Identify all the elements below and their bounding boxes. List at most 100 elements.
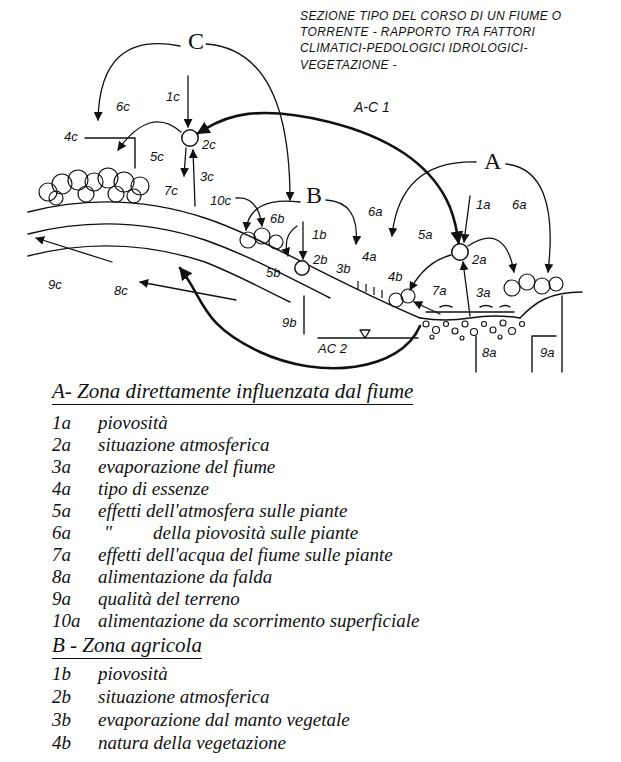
callout-number: 4c <box>64 130 78 144</box>
legend-heading: A- Zona direttamente influenzata dal fiu… <box>52 380 413 405</box>
shrub <box>549 277 563 291</box>
arrow <box>36 238 112 262</box>
legend-text: qualità del terreno <box>98 589 240 609</box>
influence-connector <box>198 113 459 243</box>
gravel-stone <box>430 335 434 339</box>
shrub <box>504 280 520 296</box>
legend-text: piovosità <box>98 413 168 433</box>
gravel-stone <box>490 327 496 333</box>
arrow <box>98 44 180 120</box>
arrow <box>326 200 356 244</box>
diagram-title: SEZIONE TIPO DEL CORSO DI UN FIUME O TOR… <box>300 8 572 73</box>
callout-number: 3a <box>476 286 490 300</box>
zone-letter: A <box>484 148 501 174</box>
arrow <box>463 262 470 316</box>
legend-text: tipo di essenze <box>98 479 209 499</box>
legend-text: piovosità <box>98 664 168 684</box>
arrow <box>187 76 188 127</box>
callout-number: 10c <box>210 194 231 208</box>
legend-number: 7a <box>52 545 71 565</box>
callout-number: 8c <box>114 284 128 298</box>
callout-number: 6b <box>270 212 284 226</box>
legend-number: 4a <box>52 479 71 499</box>
legend-text: alimentazione da scorrimento superficial… <box>98 611 419 631</box>
arrow <box>392 162 476 236</box>
callout-number: 6a <box>368 205 382 219</box>
callout-number: 7a <box>432 284 446 298</box>
legend-number: 3a <box>52 457 71 477</box>
arrow <box>193 150 195 206</box>
legend-number: 6a <box>52 523 71 543</box>
ditto-mark: " <box>104 523 112 543</box>
tree-crown <box>39 183 57 201</box>
callout-number: 9b <box>282 316 296 330</box>
right-bank <box>520 292 582 318</box>
gravel-stone <box>482 322 487 327</box>
legend-number: 10a <box>52 611 81 631</box>
circle-outline <box>452 244 468 260</box>
vegetation <box>39 168 563 307</box>
legend-number: 3b <box>52 710 71 730</box>
callout-number: 5b <box>266 266 280 280</box>
callout-number: 6a <box>512 198 526 212</box>
callout-number: 1c <box>166 90 180 104</box>
legend-number: 4b <box>52 733 71 753</box>
callout-number: 2c <box>202 138 216 152</box>
legend-number: 1a <box>52 413 71 433</box>
legend-number: 2b <box>52 687 71 707</box>
grass <box>358 281 382 298</box>
callout-number: 4a <box>362 250 376 264</box>
flow-arrow <box>180 268 420 368</box>
callout-number: 1a <box>476 198 490 212</box>
callout-number: 2a <box>472 253 486 267</box>
legend-text: alimentazione da falda <box>98 567 272 587</box>
bracket-line <box>85 138 135 168</box>
gravel-stone <box>423 321 429 327</box>
legend-number: 2a <box>52 435 71 455</box>
legend-text: situazione atmosferica <box>98 435 270 455</box>
bracket-line <box>475 336 476 372</box>
ground-surface <box>28 202 420 318</box>
arrow <box>468 238 514 272</box>
circle-outline <box>295 261 309 275</box>
atmosphere-circle: 2c <box>181 129 199 147</box>
bank-wall <box>561 296 562 372</box>
callout-number: 4b <box>388 270 402 284</box>
tree-crown <box>49 191 63 205</box>
tree-crown <box>85 173 103 191</box>
callout-number: 9c <box>48 278 62 292</box>
gravel-stone <box>471 329 478 336</box>
legend-number: 8a <box>52 567 71 587</box>
depth-tick <box>303 296 304 334</box>
legend-text: effetti dell'acqua del fiume sulle piant… <box>98 545 393 565</box>
tree-crown <box>127 189 141 203</box>
soil-layer <box>28 224 330 298</box>
legend-text: natura della vegetazione <box>98 733 286 753</box>
zone-letter: B <box>306 182 322 208</box>
connector-label: A-C 1 <box>352 100 392 115</box>
legend-text: della piovosità sulle piante <box>153 523 358 543</box>
callout-number: AC 2 <box>318 342 347 356</box>
callout-number: 3c <box>200 170 214 184</box>
shrub <box>254 228 270 244</box>
circle-outline <box>181 129 199 147</box>
arrow <box>414 302 440 314</box>
legend-heading: B - Zona agricola <box>52 634 202 659</box>
callout-number: 8a <box>482 346 496 360</box>
gravel-stone <box>460 336 464 340</box>
gravel <box>423 320 525 340</box>
callout-number: 5c <box>150 150 164 164</box>
callout-number: 6c <box>116 100 130 114</box>
atmosphere-circle: 2b <box>294 260 310 276</box>
bracket-line <box>532 336 556 372</box>
legend-number: 1b <box>52 664 71 684</box>
arrow <box>302 222 303 259</box>
legend-number: 5a <box>52 501 71 521</box>
gravel-stone <box>444 322 449 327</box>
gravel-stone <box>509 328 516 335</box>
callout-number: 1b <box>312 228 326 242</box>
legend-text: situazione atmosferica <box>98 687 270 707</box>
gravel-stone <box>433 327 440 334</box>
circle-outline <box>182 130 198 146</box>
